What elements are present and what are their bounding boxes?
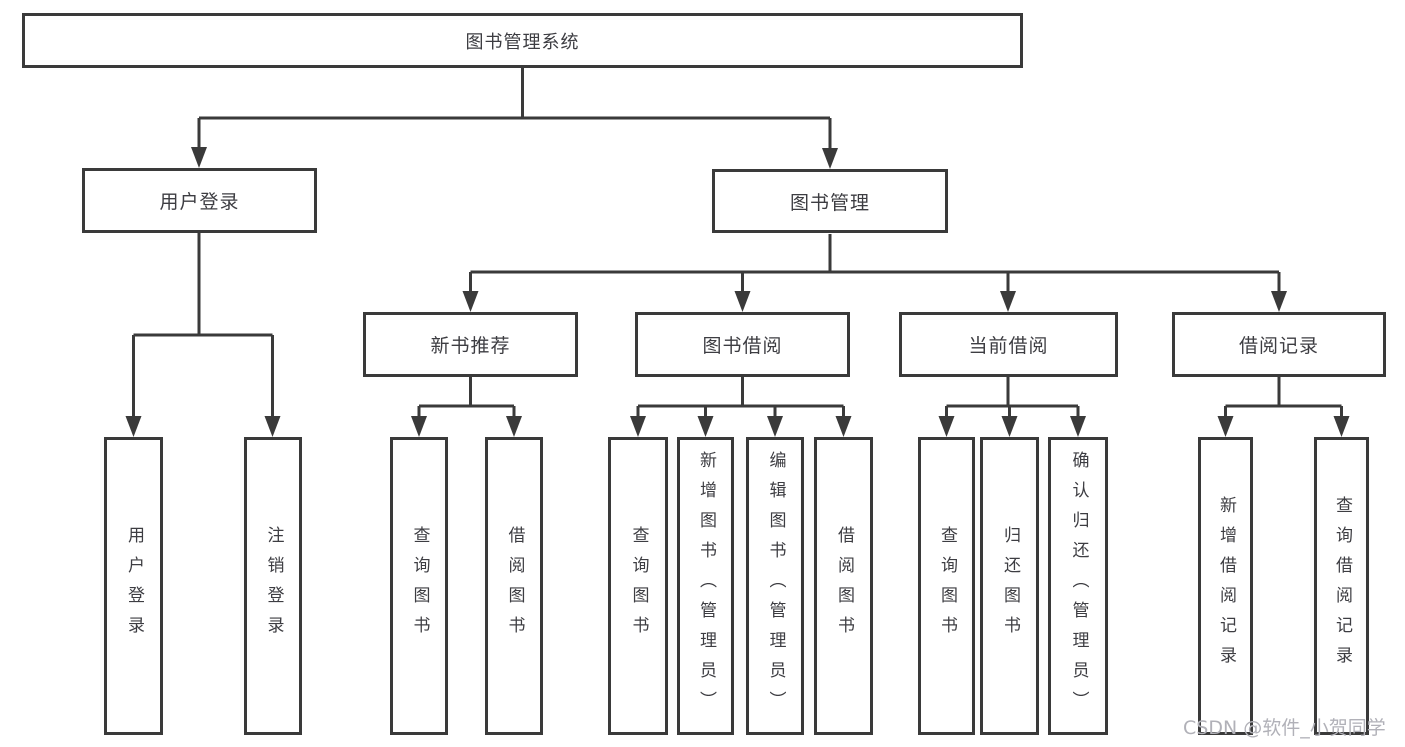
leaf-user-login-label: 用户登录	[124, 526, 144, 646]
leaf-query-borrow-record-label: 查询借阅记录	[1332, 496, 1352, 676]
leaf-return-book: 归还图书	[980, 437, 1039, 735]
leaf-add-borrow-record-label: 新增借阅记录	[1216, 496, 1236, 676]
node-book-management-label: 图书管理	[789, 191, 870, 214]
leaf-query-book-2: 查询图书	[608, 437, 668, 735]
node-book-management: 图书管理	[712, 169, 948, 233]
node-book-borrow-label: 图书借阅	[702, 335, 783, 357]
leaf-edit-book-admin: 编辑图书（管理员）	[746, 437, 804, 735]
leaf-query-borrow-record: 查询借阅记录	[1314, 437, 1369, 735]
csdn-watermark: CSDN @软件_小贺同学	[1183, 717, 1386, 739]
leaf-query-book-1: 查询图书	[390, 437, 448, 735]
leaf-user-login: 用户登录	[104, 437, 163, 735]
leaf-logout-label: 注销登录	[263, 526, 284, 646]
node-root: 图书管理系统	[22, 13, 1023, 68]
leaf-add-book-admin: 新增图书（管理员）	[677, 437, 734, 735]
node-current-borrow-label: 当前借阅	[968, 335, 1049, 357]
node-user-login: 用户登录	[82, 168, 317, 233]
node-current-borrow: 当前借阅	[899, 312, 1118, 377]
leaf-borrow-book-1: 借阅图书	[485, 437, 543, 735]
leaf-edit-book-admin-label: 编辑图书（管理员）	[765, 451, 786, 721]
leaf-query-book-1-label: 查询图书	[409, 526, 430, 646]
leaf-confirm-return-admin-label: 确认归还（管理员）	[1068, 451, 1089, 721]
node-new-book-recommend-label: 新书推荐	[430, 335, 511, 357]
leaf-borrow-book-2-label: 借阅图书	[834, 526, 854, 646]
node-root-label: 图书管理系统	[465, 31, 580, 53]
node-borrow-records: 借阅记录	[1172, 312, 1386, 377]
leaf-query-book-3: 查询图书	[918, 437, 975, 735]
leaf-return-book-label: 归还图书	[1000, 526, 1020, 646]
arrowheads	[125, 147, 1350, 437]
leaf-logout: 注销登录	[244, 437, 302, 735]
node-new-book-recommend: 新书推荐	[363, 312, 578, 377]
leaf-borrow-book-2: 借阅图书	[814, 437, 873, 735]
leaf-borrow-book-1-label: 借阅图书	[504, 526, 525, 646]
leaf-query-book-2-label: 查询图书	[628, 526, 649, 646]
node-borrow-records-label: 借阅记录	[1238, 335, 1319, 357]
leaf-add-book-admin-label: 新增图书（管理员）	[696, 451, 716, 721]
leaf-add-borrow-record: 新增借阅记录	[1198, 437, 1253, 735]
node-book-borrow: 图书借阅	[635, 312, 850, 377]
leaf-query-book-3-label: 查询图书	[937, 526, 957, 646]
node-user-login-label: 用户登录	[159, 191, 240, 213]
leaf-confirm-return-admin: 确认归还（管理员）	[1048, 437, 1108, 735]
